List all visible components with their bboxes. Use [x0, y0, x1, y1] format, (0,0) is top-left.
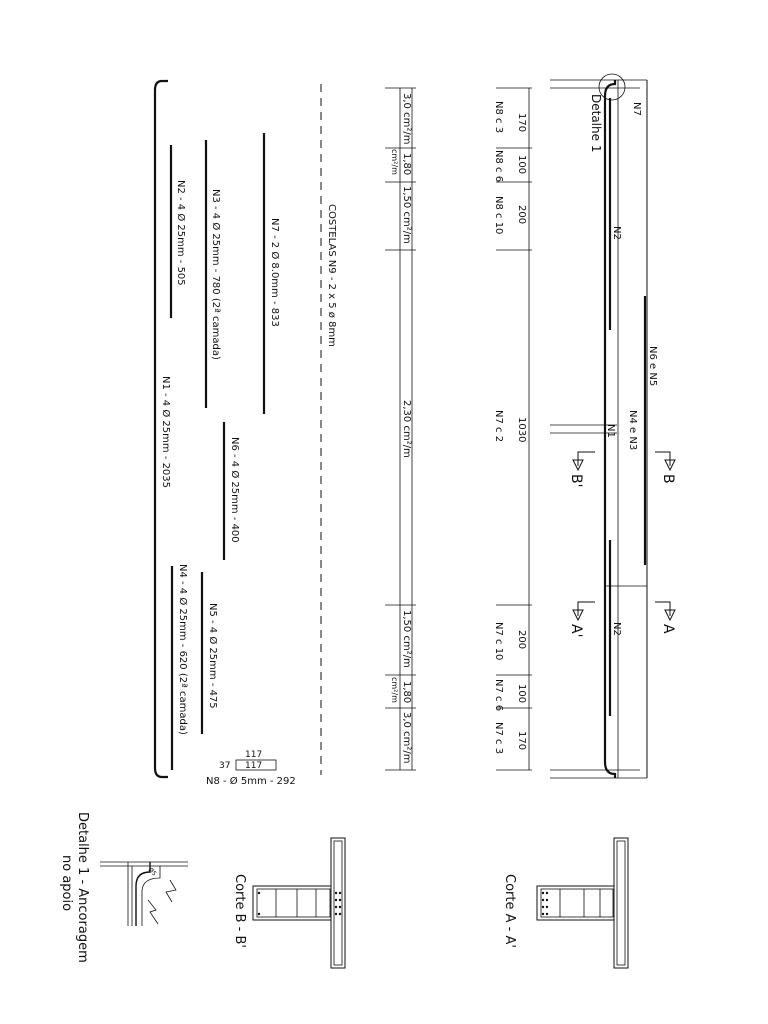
svg-text:Ø5: Ø5 — [147, 866, 158, 877]
detalhe-1-title: Detalhe 1 - Ancoragem — [75, 812, 90, 963]
area-4: 2,30 cm²/m — [401, 400, 412, 458]
area-2-unit: cm²/m — [390, 149, 399, 175]
bar-label-n5: N5 - 4 Ø 25mm - 475 — [207, 603, 219, 709]
corte-b-title: Corte B - B' — [232, 874, 247, 948]
bar-label-n8: N8 - Ø 5mm - 292 — [206, 775, 296, 787]
zone-7-length: 170 — [516, 731, 527, 750]
zone-6-stirrup: N7 c 6 — [493, 679, 504, 711]
bar-label-n1: N1 - 4 Ø 25mm - 2035 — [160, 376, 172, 488]
zone-4-stirrup: N7 c 2 — [493, 410, 504, 442]
area-6-unit: cm²/m — [390, 677, 399, 703]
area-1: 3,0 cm²/m — [401, 93, 412, 144]
zone-4-length: 1030 — [516, 417, 527, 442]
zone-2-stirrup: N8 c 6 — [493, 150, 504, 182]
label-n1: N1 — [605, 424, 616, 438]
svg-text:117: 117 — [245, 761, 262, 771]
bar-label-n4: N4 - 4 Ø 25mm - 620 (2ª camada) — [177, 564, 189, 735]
section-marker-a: A — [655, 601, 676, 634]
stirrup-n8-sketch: 117 117 37 N8 - Ø 5mm - 292 — [206, 750, 296, 787]
label-n2-top: N2 — [611, 226, 622, 240]
detail-1-marker — [598, 73, 626, 101]
zone-5-length: 200 — [516, 630, 527, 649]
area-7: 3,0 cm²/m — [401, 712, 412, 763]
steel-area-dimensions: 3,0 cm²/m 1,80 cm²/m 1,50 cm²/m 2,30 cm²… — [385, 87, 416, 771]
label-n2-bottom: N2 — [611, 622, 622, 636]
svg-text:B': B' — [568, 474, 584, 487]
area-6: 1,80 — [401, 681, 412, 703]
bar-label-n7: N7 - 2 Ø 8.0mm - 833 — [269, 218, 281, 327]
bar-schedule: COSTELAS N9 - 2 x 5 ø 8mm N7 - 2 Ø 8.0mm… — [153, 79, 337, 787]
svg-text:37: 37 — [219, 761, 230, 771]
costelas-label: COSTELAS N9 - 2 x 5 ø 8mm — [326, 204, 337, 347]
bar-shape-n1 — [153, 79, 168, 779]
zone-6-length: 100 — [516, 684, 527, 703]
zone-3-length: 200 — [516, 205, 527, 224]
label-n6-n5: N6 e N5 — [647, 346, 658, 386]
area-5: 1,50 cm²/m — [401, 610, 412, 668]
area-3: 1,50 cm²/m — [401, 186, 412, 244]
label-n4-n3: N4 e N3 — [627, 410, 638, 450]
section-marker-b: B — [655, 451, 676, 484]
corte-a-title: Corte A - A' — [502, 874, 517, 948]
svg-text:B: B — [660, 474, 676, 484]
stirrup-zone-dimensions: 170 N8 c 3 100 N8 c 6 200 N8 c 10 1030 N… — [493, 87, 532, 771]
zone-2-length: 100 — [516, 155, 527, 174]
svg-text:117: 117 — [245, 750, 262, 760]
zone-5-stirrup: N7 c 10 — [493, 622, 504, 660]
bar-n1 — [603, 80, 617, 778]
section-marker-b-prime: B' — [568, 451, 595, 487]
area-2: 1,80 — [401, 153, 412, 175]
bar-label-n6: N6 - 4 Ø 25mm - 400 — [229, 437, 241, 543]
zone-3-stirrup: N8 c 10 — [493, 196, 504, 234]
zone-1-stirrup: N8 c 3 — [493, 101, 504, 133]
zone-7-stirrup: N7 c 3 — [493, 722, 504, 754]
svg-text:A': A' — [568, 624, 584, 637]
bar-label-n2: N2 - 4 Ø 25mm - 505 — [175, 180, 187, 286]
detalhe-1-subtitle: no apoio — [59, 855, 74, 911]
zone-1-length: 170 — [516, 113, 527, 132]
cross-section-b: Corte B - B' — [232, 837, 346, 969]
label-n7: N7 — [631, 102, 642, 116]
beam-elevation: B B' A A' Detalhe 1 N7 N2 N6 e N5 N4 e N… — [550, 73, 676, 779]
detail-1-anchorage: Ø5 Detalhe 1 - Ancoragem no apoio — [59, 812, 188, 963]
detail-1-label: Detalhe 1 — [589, 94, 603, 152]
section-marker-a-prime: A' — [568, 601, 595, 637]
svg-text:A: A — [660, 624, 676, 634]
bar-label-n3: N3 - 4 Ø 25mm - 780 (2ª camada) — [210, 189, 222, 360]
cross-section-a: Corte A - A' — [502, 837, 629, 969]
